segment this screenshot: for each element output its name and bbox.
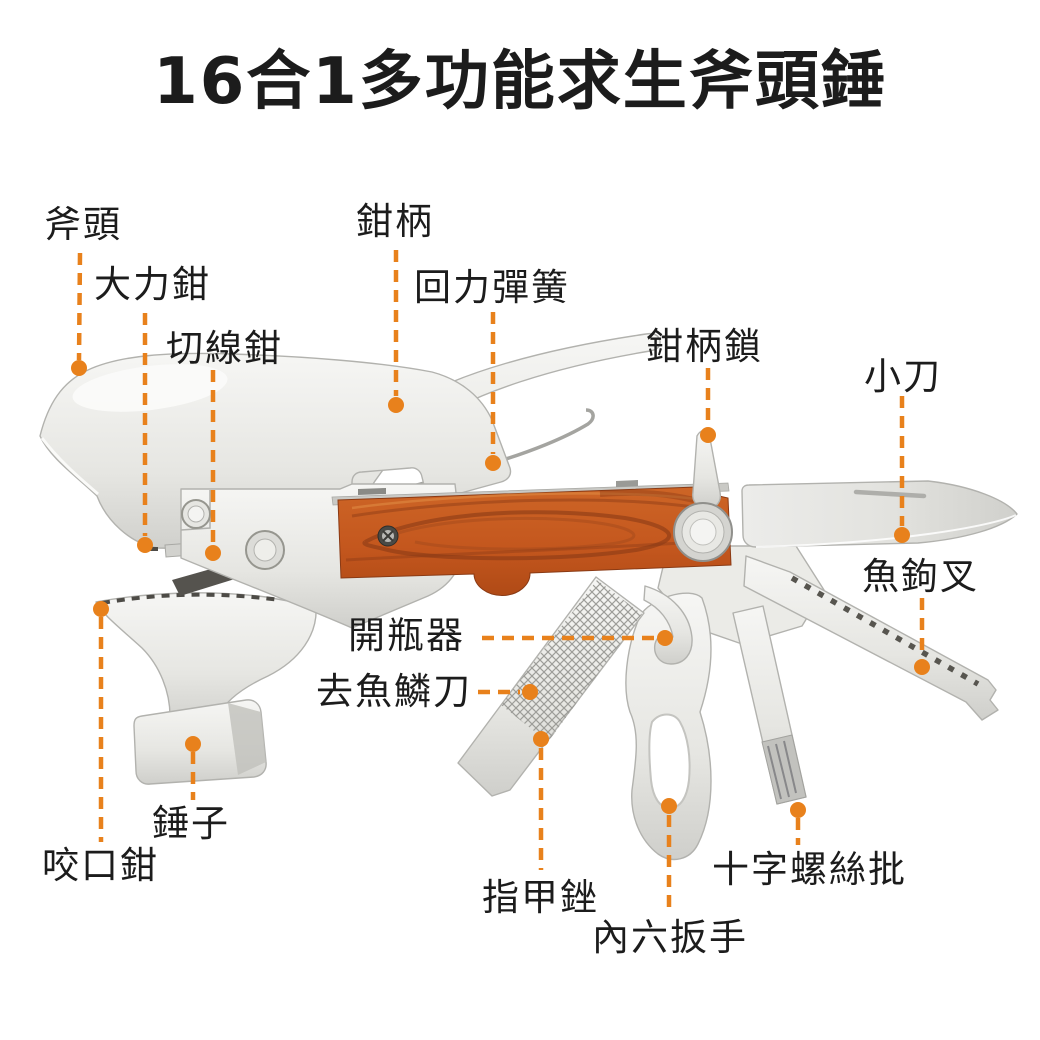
- file-texture: [501, 580, 642, 742]
- hammer-shading: [228, 703, 266, 775]
- label-hex-wrench: 內六扳手: [592, 916, 748, 959]
- liner-tab-2: [616, 480, 638, 487]
- label-fish-scaler: 去魚鱗刀: [316, 670, 472, 713]
- label-nail-file: 指甲銼: [482, 876, 599, 919]
- label-bite-pliers: 咬口鉗: [42, 844, 159, 887]
- main-pivot-inner: [689, 518, 717, 546]
- handle-screw: [377, 525, 399, 547]
- label-locking-pliers: 大力鉗: [94, 263, 211, 306]
- fold-out-tools-group: [457, 480, 1018, 861]
- label-phillips-screwdriver: 十字螺絲批: [712, 848, 907, 891]
- leader-lines: [71, 250, 930, 912]
- liner-tab-1: [358, 488, 386, 495]
- axe-highlight: [72, 364, 228, 412]
- hex-wrench-slot: [648, 713, 691, 810]
- knife-edge-highlight: [755, 514, 1017, 548]
- leader-bite-pliers: [93, 601, 109, 842]
- page-title: 16合1多功能求生斧頭錘: [153, 45, 887, 119]
- label-wire-cutter: 切線鉗: [166, 327, 283, 370]
- label-bottle-opener: 開瓶器: [348, 614, 465, 657]
- knife-blade: [741, 480, 1018, 548]
- plate-groove: [180, 490, 211, 531]
- leader-plier-handle: [388, 250, 404, 413]
- leader-hammer: [185, 736, 201, 800]
- leader-nail-file: [533, 731, 549, 870]
- knife-nail-nick: [853, 489, 927, 499]
- leader-wire-cutter: [205, 370, 221, 561]
- axe-edge-line: [40, 437, 99, 496]
- saw-teeth: [790, 575, 980, 687]
- label-hammer: 錘子: [152, 802, 230, 845]
- leader-return-spring: [485, 312, 501, 471]
- label-return-spring: 回力彈簧: [414, 266, 570, 309]
- leader-knife: [894, 396, 910, 543]
- leader-handle-lock: [700, 368, 716, 443]
- leader-locking-pliers: [137, 313, 153, 553]
- saw-blade: [743, 555, 999, 721]
- leader-fish-scaler: [478, 684, 538, 700]
- handle-group: [331, 429, 733, 596]
- label-knife: 小刀: [864, 355, 942, 398]
- label-plier-handle: 鉗柄: [356, 200, 434, 243]
- rivet-small-center: [187, 505, 205, 523]
- leader-axe-head: [71, 252, 87, 376]
- leader-bottle-opener: [482, 630, 673, 646]
- pliers-axe-group: [39, 332, 661, 785]
- leader-hex-wrench: [661, 798, 677, 912]
- leader-fish-hook-fork: [914, 598, 930, 675]
- phillips-flutes: [767, 740, 797, 800]
- bottle-opener-hook: [643, 585, 693, 665]
- leader-phillips: [790, 802, 806, 845]
- label-axe-head: 斧頭: [44, 203, 122, 246]
- label-fish-hook-fork: 魚鉤叉: [862, 555, 979, 598]
- rivet-large-center: [253, 538, 277, 562]
- lower-jaw-serration: [101, 592, 281, 605]
- label-handle-lock: 鉗柄鎖: [646, 325, 763, 368]
